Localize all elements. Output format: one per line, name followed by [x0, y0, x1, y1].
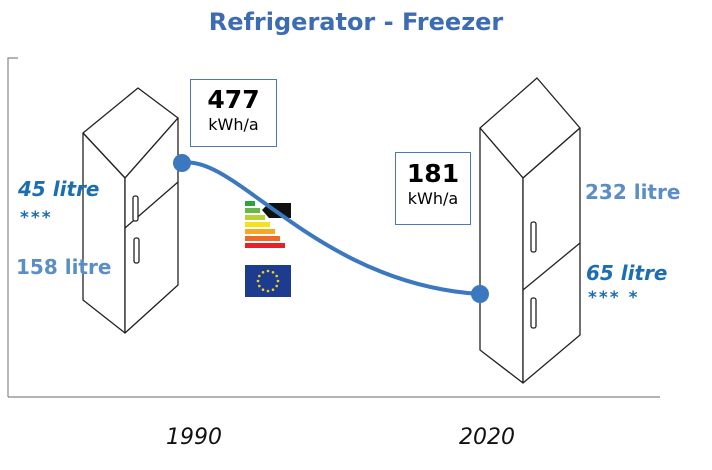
chart-title: Refrigerator - Freezer [208, 8, 504, 36]
value-label-1990: 477 [207, 85, 260, 114]
fridge-volume-1990: 158 litre [16, 255, 112, 279]
eu-star-icon [256, 279, 260, 283]
eu-star-icon [266, 289, 270, 293]
series-line [180, 160, 482, 296]
freezer-volume-2020: 65 litre [586, 261, 668, 285]
eu-star-icon [258, 274, 261, 278]
y-axis [7, 57, 18, 397]
eu-star-icon [261, 271, 265, 274]
value-box-1990: 477 kWh/a [190, 79, 277, 147]
x-tick-1990: 1990 [166, 425, 222, 450]
data-point-2020 [471, 285, 489, 303]
value-label-2020: 181 [406, 159, 460, 188]
eu-star-icon [271, 271, 275, 274]
freezer-volume-1990: 45 litre [18, 177, 100, 201]
freezer-stars-2020: *** * [588, 288, 640, 308]
eu-star-icon [275, 284, 279, 288]
eu-star-icon [271, 288, 275, 292]
fridge-volume-2020: 232 litre [585, 180, 681, 204]
refrigerator-icon-1990 [82, 87, 179, 334]
unit-label-1990: kWh/a [208, 115, 259, 134]
eu-star-icon [261, 288, 265, 292]
eu-star-icon [266, 269, 270, 273]
eu-star-icon [275, 274, 279, 278]
x-tick-2020: 2020 [459, 425, 515, 450]
unit-label-2020: kWh/a [407, 189, 459, 208]
freezer-stars-1990: *** [20, 208, 53, 228]
data-point-1990 [173, 154, 191, 172]
value-box-2020: 181 kWh/a [395, 152, 471, 225]
eu-star-icon [258, 284, 261, 288]
eu-star-icon [276, 279, 280, 283]
eu-flag-icon [245, 265, 291, 297]
refrigerator-icon-2020 [479, 77, 581, 384]
